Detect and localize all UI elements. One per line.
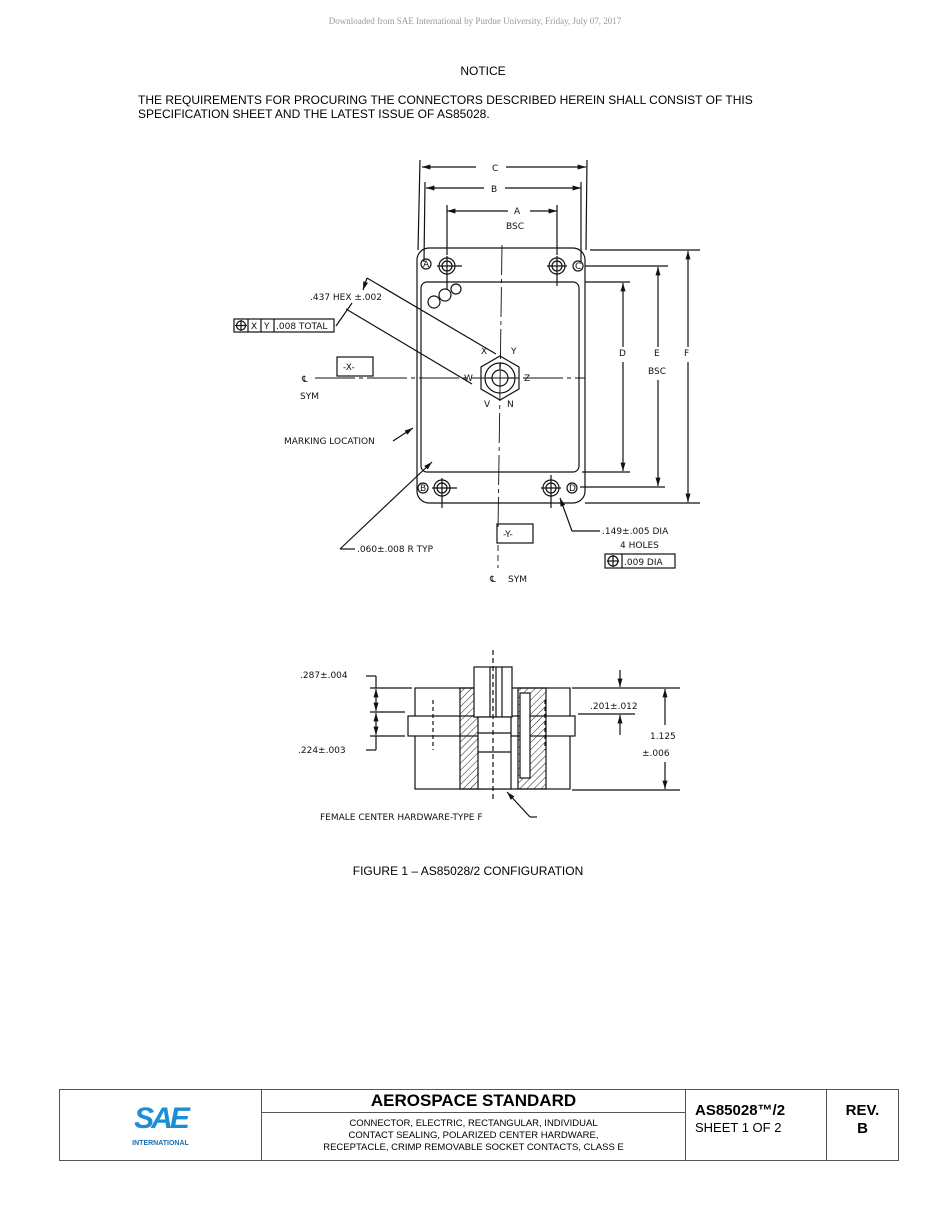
corner-b: B xyxy=(420,484,426,494)
dim-a-bsc: BSC xyxy=(506,222,524,232)
standard-description: CONNECTOR, ELECTRIC, RECTANGULAR, INDIVI… xyxy=(262,1113,685,1160)
dim-c-label: C xyxy=(492,164,498,174)
hex-n: N xyxy=(507,400,514,410)
hex-z: Z xyxy=(524,374,530,384)
corner-c: C xyxy=(575,262,581,272)
dim-201: .201±.012 xyxy=(590,702,638,712)
title-block: SAE INTERNATIONAL AEROSPACE STANDARD CON… xyxy=(59,1089,899,1161)
centerline-symbol-y: ℄ xyxy=(489,575,496,585)
sae-logo: SAE INTERNATIONAL xyxy=(60,1090,262,1160)
dim-224: .224±.003 xyxy=(298,746,346,756)
hex-v: V xyxy=(484,400,491,410)
centerline-symbol-x: ℄ xyxy=(301,375,308,385)
side-view xyxy=(366,650,680,818)
dim-a-label: A xyxy=(514,207,521,217)
tol-total: .008 TOTAL xyxy=(276,322,327,332)
revision-cell: REV. B xyxy=(827,1090,898,1160)
side-view-labels: .287±.004 .224±.003 .201±.012 1.125 ±.00… xyxy=(298,671,676,823)
download-watermark: Downloaded from SAE International by Pur… xyxy=(328,16,622,26)
description-line: CONNECTOR, ELECTRIC, RECTANGULAR, INDIVI… xyxy=(349,1118,598,1129)
title-cell: AEROSPACE STANDARD CONNECTOR, ELECTRIC, … xyxy=(262,1090,686,1160)
corner-d: D xyxy=(569,484,576,494)
dim-e-bsc: BSC xyxy=(648,367,666,377)
holes-count: 4 HOLES xyxy=(620,541,659,551)
logo-mark: SAE xyxy=(134,1102,190,1135)
dim-d-label: D xyxy=(619,349,626,359)
description-line: RECEPTACLE, CRIMP REMOVABLE SOCKET CONTA… xyxy=(323,1142,624,1153)
dim-1125-tol: ±.006 xyxy=(642,749,670,759)
standard-heading: AEROSPACE STANDARD xyxy=(262,1090,685,1113)
figure-caption: FIGURE 1 – AS85028/2 CONFIGURATION xyxy=(352,864,584,878)
marking-location: MARKING LOCATION xyxy=(284,437,375,447)
top-view xyxy=(233,159,700,569)
hardware-label: FEMALE CENTER HARDWARE-TYPE F xyxy=(320,813,483,823)
datum-x: -X- xyxy=(343,363,355,373)
hex-w: W xyxy=(464,374,473,384)
tol-datum-x: X xyxy=(251,322,257,332)
notice-title: NOTICE xyxy=(460,64,506,78)
holes-diameter: .149±.005 DIA xyxy=(602,527,669,537)
hex-dimension: .437 HEX ±.002 xyxy=(310,293,382,303)
dim-1125: 1.125 xyxy=(650,732,676,742)
centerline-sym-y: SYM xyxy=(508,575,527,585)
sheet-number: SHEET 1 OF 2 xyxy=(695,1120,782,1135)
dim-287: .287±.004 xyxy=(300,671,348,681)
dim-f-label: F xyxy=(684,349,689,359)
document-cell: AS85028™/2 SHEET 1 OF 2 xyxy=(686,1090,827,1160)
dim-b-label: B xyxy=(491,185,497,195)
revision-value: B xyxy=(857,1120,868,1137)
holes-tolerance: .009 DIA xyxy=(624,558,663,568)
radius-dimension: .060±.008 R TYP xyxy=(357,545,434,555)
revision-label: REV. xyxy=(845,1102,880,1119)
description-line: CONTACT SEALING, POLARIZED CENTER HARDWA… xyxy=(348,1130,599,1141)
hex-x: X xyxy=(481,347,487,357)
dim-e-label: E xyxy=(654,349,660,359)
datum-y: -Y- xyxy=(503,530,513,540)
top-view-labels: C B A BSC D E BSC F .437 HEX ±.002 X Y .… xyxy=(251,164,689,585)
hex-y: Y xyxy=(510,347,517,357)
centerline-sym-x: SYM xyxy=(300,392,319,402)
document-number: AS85028™/2 xyxy=(695,1102,786,1119)
notice-text: THE REQUIREMENTS FOR PROCURING THE CONNE… xyxy=(138,93,753,121)
tol-datum-y: Y xyxy=(263,322,270,332)
corner-a: A xyxy=(423,260,430,270)
logo-subtitle: INTERNATIONAL xyxy=(132,1140,189,1147)
